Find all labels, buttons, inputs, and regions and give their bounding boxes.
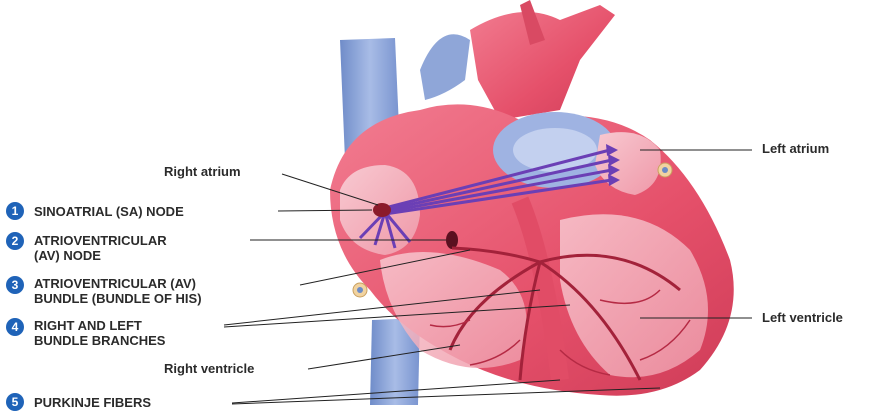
- step-2-badge: 2: [6, 232, 24, 250]
- step-3-label-line2: BUNDLE (BUNDLE OF HIS): [34, 291, 202, 306]
- sa-node: [373, 203, 391, 217]
- step-1-badge: 1: [6, 202, 24, 220]
- step-3-badge: 3: [6, 276, 24, 294]
- label-right-atrium: Right atrium: [164, 164, 241, 179]
- label-left-ventricle: Left ventricle: [762, 310, 843, 325]
- av-node: [446, 231, 458, 249]
- label-left-atrium: Left atrium: [762, 141, 829, 156]
- step-4-badge: 4: [6, 318, 24, 336]
- step-3-label-line1: ATRIOVENTRICULAR (AV): [34, 276, 196, 291]
- step-1-label: SINOATRIAL (SA) NODE: [34, 204, 184, 219]
- pulmonary-vein: [420, 34, 470, 100]
- step-2-label-line2: (AV) NODE: [34, 248, 101, 263]
- step-4-label-line2: BUNDLE BRANCHES: [34, 333, 165, 348]
- step-4-label-line1: RIGHT AND LEFT: [34, 318, 142, 333]
- aorta: [470, 5, 615, 120]
- step-5-badge: 5: [6, 393, 24, 411]
- label-right-ventricle: Right ventricle: [164, 361, 254, 376]
- step-5-label: PURKINJE FIBERS: [34, 395, 151, 410]
- step-2-label-line1: ATRIOVENTRICULAR: [34, 233, 167, 248]
